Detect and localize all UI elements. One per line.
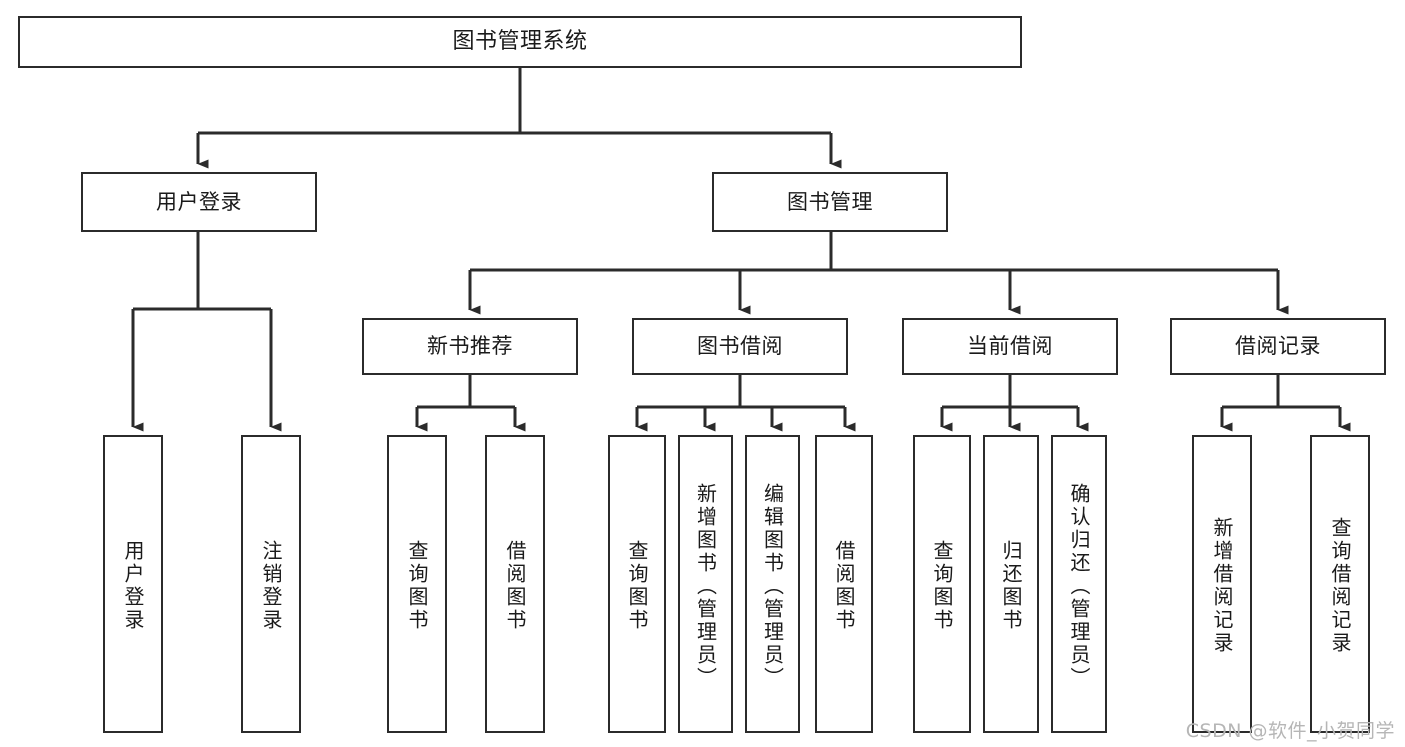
leaf-current-borrow-return[interactable]: 归还图书	[983, 435, 1039, 733]
node-label: 新书推荐	[427, 334, 513, 359]
leaf-book-borrow-query[interactable]: 查询图书	[608, 435, 666, 733]
node-new-book-recommend[interactable]: 新书推荐	[362, 318, 578, 375]
leaf-new-book-borrow[interactable]: 借阅图书	[485, 435, 545, 733]
node-label: 查询借阅记录	[1328, 517, 1352, 655]
node-label: 查询图书	[625, 540, 649, 632]
node-borrow-record[interactable]: 借阅记录	[1170, 318, 1386, 375]
leaf-book-borrow-borrow[interactable]: 借阅图书	[815, 435, 873, 733]
node-label: 借阅图书	[503, 540, 527, 632]
node-label: 图书管理系统	[452, 29, 588, 55]
leaf-user-login-login[interactable]: 用户登录	[103, 435, 163, 733]
node-label: 借阅图书	[832, 540, 856, 632]
node-label: 用户登录	[156, 189, 242, 214]
node-label: 用户登录	[121, 540, 145, 632]
leaf-book-borrow-add-admin[interactable]: 新增图书（管理员）	[678, 435, 733, 733]
leaf-user-login-logout[interactable]: 注销登录	[241, 435, 301, 733]
leaf-new-book-query[interactable]: 查询图书	[387, 435, 447, 733]
csdn-watermark: CSDN @软件_小贺同学	[1185, 720, 1395, 742]
node-label: 当前借阅	[967, 334, 1053, 359]
leaf-current-borrow-confirm-return-admin[interactable]: 确认归还（管理员）	[1051, 435, 1107, 733]
node-user-login[interactable]: 用户登录	[81, 172, 317, 232]
node-book-management[interactable]: 图书管理	[712, 172, 948, 232]
node-current-borrow[interactable]: 当前借阅	[902, 318, 1118, 375]
leaf-current-borrow-query[interactable]: 查询图书	[913, 435, 971, 733]
node-label: 查询图书	[405, 540, 429, 632]
node-label: 确认归还（管理员）	[1067, 482, 1091, 690]
leaf-borrow-record-query[interactable]: 查询借阅记录	[1310, 435, 1370, 733]
node-root-book-management-system[interactable]: 图书管理系统	[18, 16, 1022, 68]
node-label: 新增图书（管理员）	[693, 482, 718, 690]
node-book-borrow[interactable]: 图书借阅	[632, 318, 848, 375]
node-label: 归还图书	[999, 540, 1023, 632]
leaf-book-borrow-edit-admin[interactable]: 编辑图书（管理员）	[745, 435, 800, 733]
node-label: 查询图书	[930, 540, 954, 632]
leaf-borrow-record-add[interactable]: 新增借阅记录	[1192, 435, 1252, 733]
node-label: 图书借阅	[697, 334, 783, 359]
node-label: 编辑图书（管理员）	[760, 482, 785, 690]
node-label: 注销登录	[259, 540, 283, 632]
node-label: 图书管理	[787, 189, 873, 214]
node-label: 新增借阅记录	[1210, 517, 1234, 655]
node-label: 借阅记录	[1235, 334, 1321, 359]
